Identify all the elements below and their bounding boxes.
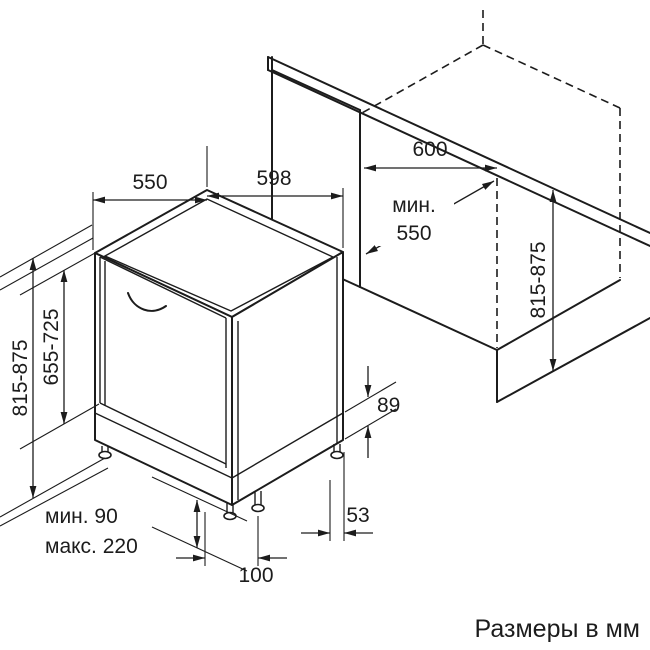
dim-niche-width-prefix: мин. (392, 194, 436, 217)
counter-hatch (0, 224, 96, 296)
dim-plinth-clearance: мин. 90 макс. 220 (45, 476, 248, 572)
dim-plinth-min-label: мин. 90 (45, 505, 118, 528)
dim-plinth-max-label: макс. 220 (45, 535, 138, 558)
niche-dashed-outline (361, 10, 621, 348)
adjustable-foot (251, 491, 265, 513)
dim-appliance-width-label: 550 (132, 171, 167, 194)
dim-appliance-depth-label: 598 (256, 167, 291, 190)
dim-appliance-depth: 598 (207, 167, 344, 248)
dim-appliance-height: 815-875 (9, 258, 37, 498)
dim-rear-foot-offset-label: 53 (346, 504, 369, 527)
dim-base-height-label: 89 (377, 394, 400, 417)
adjustable-foot (98, 446, 112, 460)
dim-niche-height: 815-875 (527, 190, 557, 371)
dim-front-foot-offset: 100 (176, 512, 287, 587)
door-handle (127, 292, 167, 312)
dim-niche-depth-label: 600 (412, 138, 447, 161)
dim-appliance-height-label: 815-875 (9, 339, 32, 416)
dim-door-height-label: 655-725 (40, 308, 63, 385)
cabinet-base (359, 279, 650, 403)
dishwasher-body (94, 189, 344, 521)
adjustable-foot (330, 444, 344, 460)
dim-door-height: 655-725 (40, 270, 68, 424)
countertop-lines (267, 56, 650, 247)
dim-appliance-width: 550 (92, 146, 208, 250)
dim-niche-height-label: 815-875 (527, 241, 550, 318)
dim-rear-foot-offset: 53 (301, 452, 373, 541)
dim-niche-width-label: 550 (396, 222, 431, 245)
top-rim (103, 198, 335, 312)
units-caption: Размеры в мм (475, 615, 640, 643)
dim-niche-depth: 600 (364, 138, 497, 172)
label-backplate (376, 190, 454, 246)
right-face (231, 251, 344, 506)
dim-base-height: 89 (344, 366, 400, 458)
dim-front-foot-offset-label: 100 (238, 564, 273, 587)
dim-niche-width-min: мин. 550 (365, 180, 495, 255)
